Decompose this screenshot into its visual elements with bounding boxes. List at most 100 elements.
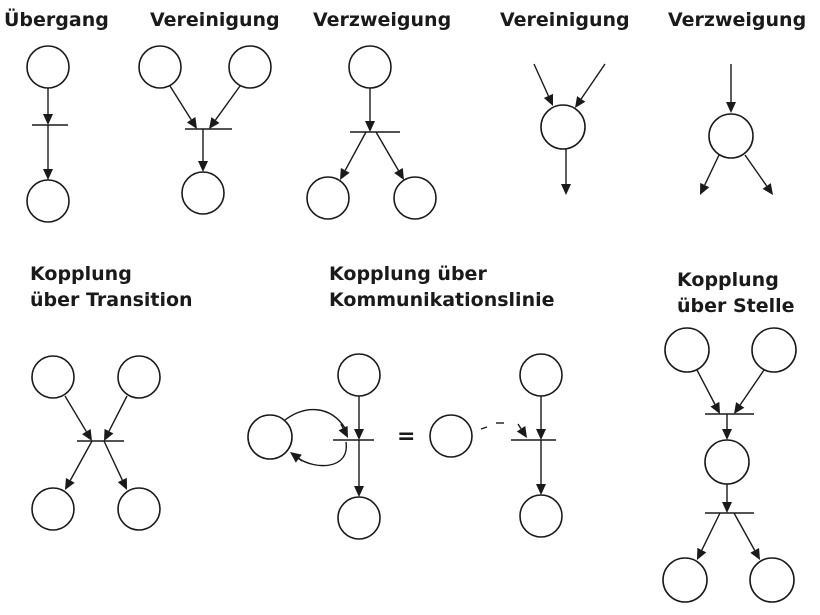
arrowhead (697, 547, 707, 560)
arc-line (214, 85, 241, 121)
arc-line (298, 458, 303, 462)
place (393, 176, 437, 220)
arc-arrow (697, 512, 721, 560)
arrowhead (561, 184, 571, 195)
place (117, 355, 161, 399)
group-verzweigung-transition (306, 45, 437, 220)
arrowhead (43, 169, 53, 180)
arrowhead (516, 426, 527, 438)
arrowhead (750, 547, 760, 560)
group-uebergang (26, 45, 70, 223)
arc-arrow (340, 131, 367, 180)
place (662, 557, 708, 603)
place (708, 113, 754, 159)
arrowhead (710, 401, 720, 414)
place (751, 327, 797, 373)
arrowhead (354, 429, 364, 440)
arc-arrow (734, 369, 765, 414)
arc-line (64, 395, 87, 432)
arc-arrow (533, 63, 554, 106)
place (429, 414, 473, 458)
arrowhead (536, 429, 546, 440)
place (228, 45, 272, 89)
arrowhead (394, 167, 404, 180)
arrowhead (734, 402, 745, 414)
arc-arrow (209, 85, 241, 129)
arc-line (69, 440, 93, 481)
arc-line (517, 423, 522, 430)
label-vereinigung-1: Vereinigung (150, 9, 280, 31)
arc-arrow (103, 440, 127, 490)
place (337, 496, 381, 540)
group-vereinigung-transition (138, 45, 272, 215)
arrowhead (575, 96, 586, 108)
arc-line (580, 63, 606, 100)
group-verzweigung-place (700, 64, 773, 195)
place (519, 494, 563, 538)
arc-arrow (744, 154, 773, 195)
equals-sign: = (397, 424, 415, 449)
arc-line (108, 395, 128, 432)
label-kopplung-stelle-2: über Stelle (677, 295, 795, 317)
arc-arrow (43, 88, 53, 125)
arc-line (704, 154, 720, 186)
place (519, 353, 563, 397)
arc-line (533, 63, 550, 97)
arrowhead (65, 477, 75, 490)
place (26, 179, 70, 223)
label-verzweigung-1: Verzweigung (313, 9, 451, 31)
place (704, 439, 750, 485)
arrowhead (82, 428, 92, 441)
arc-arrow (64, 395, 92, 441)
place (540, 104, 586, 150)
arrowhead (186, 117, 197, 129)
arc-arrow (696, 369, 720, 414)
arc-line (739, 369, 765, 406)
group-kopplung-transition (31, 355, 161, 531)
arc-arrow (375, 131, 404, 180)
label-vereinigung-2: Vereinigung (500, 9, 630, 31)
place (31, 487, 75, 531)
arrowhead (543, 93, 554, 106)
arrowhead (198, 161, 208, 172)
group-kopplung-stelle (662, 327, 797, 603)
label-kopplung-transition-2: über Transition (30, 289, 193, 311)
arc-arrow (722, 414, 732, 440)
label-kopplung-transition-1: Kopplung (30, 263, 132, 285)
arc-arrow (65, 440, 93, 490)
arc-line (344, 131, 367, 171)
label-kopplung-stelle-1: Kopplung (677, 269, 779, 291)
arc-arrow (198, 129, 208, 172)
arc-line (375, 131, 400, 171)
group-kopplung-kommunikation-right (429, 353, 563, 538)
arc-arrow (516, 423, 527, 438)
label-kopplung-kommunikation-1: Kopplung über (329, 263, 487, 285)
arrowhead (117, 477, 127, 490)
label-uebergang: Übergang (4, 7, 109, 31)
arrowhead (762, 183, 773, 195)
arc-arrow (338, 423, 348, 438)
arrowhead (722, 429, 732, 440)
arrowhead (536, 484, 546, 495)
place (181, 171, 225, 215)
label-verzweigung-2: Verzweigung (668, 9, 806, 31)
group-vereinigung-place (533, 63, 606, 195)
arc-arrow (290, 452, 303, 463)
label-kopplung-kommunikation-2: Kommunikationslinie (329, 289, 555, 311)
arrowhead (338, 425, 348, 438)
place (749, 557, 795, 603)
arc-arrow (536, 396, 546, 440)
arc-arrow (536, 440, 546, 495)
arrowhead (354, 486, 364, 497)
arrowhead (700, 182, 710, 195)
arrowhead (726, 102, 736, 113)
place (247, 414, 293, 460)
arc-line (103, 440, 123, 481)
loop-arc-out (284, 408, 346, 429)
arc-arrow (104, 395, 128, 441)
arc-arrow (575, 63, 606, 108)
arc-arrow (354, 396, 364, 440)
place (138, 45, 182, 89)
arrowhead (340, 167, 350, 180)
